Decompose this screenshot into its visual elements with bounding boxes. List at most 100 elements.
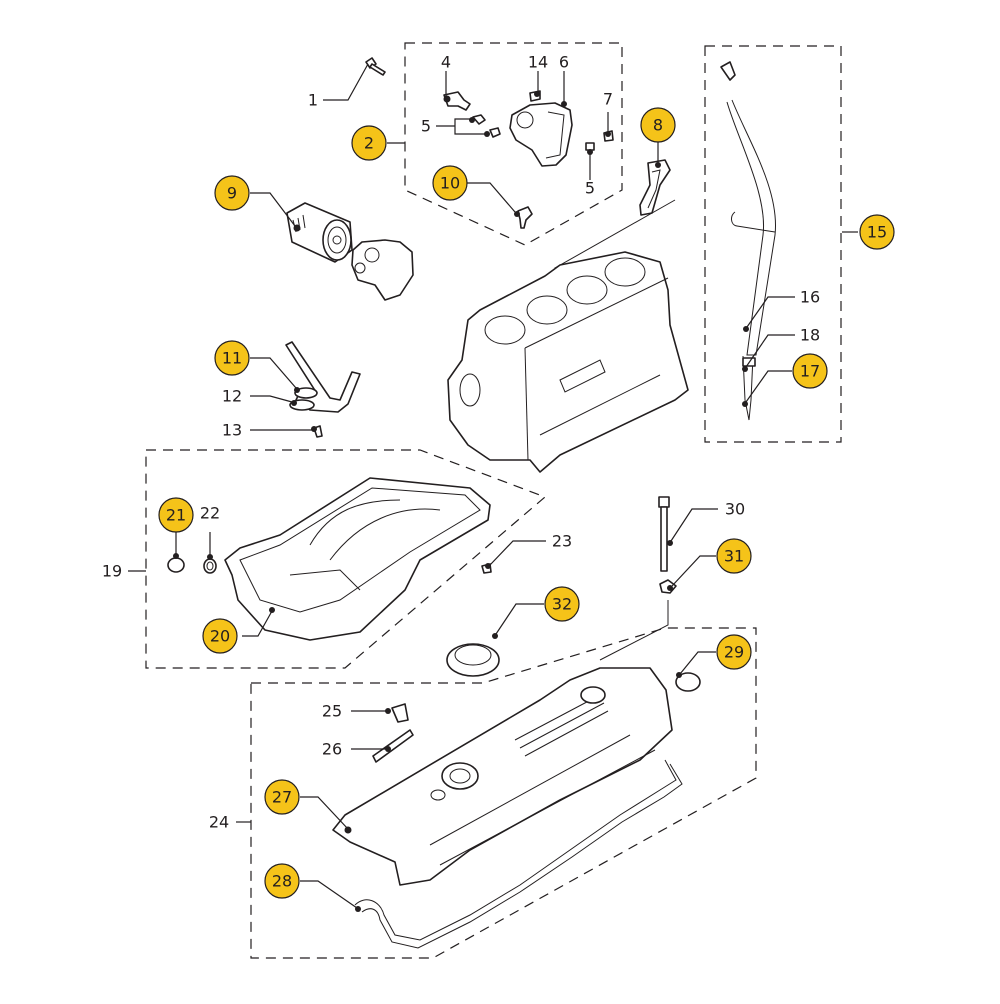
callout-label: 13: [222, 421, 242, 440]
oil-pickup-part-11: [285, 341, 361, 438]
callout-label: 5: [585, 179, 595, 198]
callout-badge[interactable]: [432, 165, 468, 201]
callout-27[interactable]: 27: [264, 779, 300, 815]
callout-label: 6: [559, 53, 569, 72]
callout-label: 8: [653, 116, 663, 135]
callout-2[interactable]: 2: [351, 125, 387, 161]
callout-label: 9: [227, 184, 237, 203]
callout-5a[interactable]: 5: [421, 117, 431, 136]
group-19-outline: [145, 449, 547, 669]
callout-badge[interactable]: [859, 214, 895, 250]
callout-7[interactable]: 7: [603, 90, 613, 109]
long-bolt-part-30: [658, 496, 673, 572]
callout-label: 10: [440, 174, 460, 193]
callout-label: 1: [308, 91, 318, 110]
callout-5b[interactable]: 5: [585, 179, 595, 198]
leader-lines: [128, 63, 858, 909]
callout-label: 18: [800, 326, 820, 345]
callout-30[interactable]: 30: [725, 500, 745, 519]
callout-label: 26: [322, 740, 342, 759]
callout-badge[interactable]: [264, 779, 300, 815]
oil-pressure-sensor-part-4: [443, 91, 471, 111]
callout-label: 27: [272, 788, 292, 807]
cap-part-29: [675, 672, 701, 692]
callout-4[interactable]: 4: [441, 53, 451, 72]
callout-label: 24: [209, 813, 229, 832]
callout-label: 5: [421, 117, 431, 136]
callout-badge[interactable]: [214, 340, 250, 376]
callout-label: 4: [441, 53, 451, 72]
callout-23[interactable]: 23: [552, 532, 572, 551]
group-2-outline: [404, 42, 623, 246]
callout-21[interactable]: 21: [158, 497, 194, 533]
callout-label: 14: [528, 53, 548, 72]
callout-badge[interactable]: [640, 107, 676, 143]
callout-label: 23: [552, 532, 572, 551]
callout-18[interactable]: 18: [800, 326, 820, 345]
callout-31[interactable]: 31: [716, 538, 752, 574]
callout-26[interactable]: 26: [322, 740, 342, 759]
callout-32[interactable]: 32: [544, 586, 580, 622]
callout-16[interactable]: 16: [800, 288, 820, 307]
callout-12[interactable]: 12: [222, 387, 242, 406]
callout-badge[interactable]: [158, 497, 194, 533]
engine-block: [447, 251, 689, 473]
callout-6[interactable]: 6: [559, 53, 569, 72]
oil-pan-part-20: [224, 477, 491, 641]
plug-part-7: [603, 130, 614, 142]
callout-label: 21: [166, 506, 186, 525]
callout-badge[interactable]: [716, 634, 752, 670]
bolt-part-1: [365, 57, 386, 76]
callout-8[interactable]: 8: [640, 107, 676, 143]
callout-badge[interactable]: [351, 125, 387, 161]
callout-label: 28: [272, 872, 292, 891]
bolt-part-23: [481, 563, 492, 574]
callout-badge[interactable]: [214, 175, 250, 211]
callout-label: 25: [322, 702, 342, 721]
callout-label: 20: [210, 627, 230, 646]
baffle-plate-part-26: [372, 729, 414, 763]
callout-22[interactable]: 22: [200, 504, 220, 523]
callout-label: 16: [800, 288, 820, 307]
callout-label: 31: [724, 547, 744, 566]
callout-badge[interactable]: [792, 353, 828, 389]
callout-28[interactable]: 28: [264, 863, 300, 899]
callout-10[interactable]: 10: [432, 165, 468, 201]
valve-cover-part-24: [332, 667, 673, 886]
oil-sensor-part-10: [514, 206, 533, 229]
callout-label: 22: [200, 504, 220, 523]
callout-label: 15: [867, 223, 887, 242]
callout-29[interactable]: 29: [716, 634, 752, 670]
callout-label: 29: [724, 643, 744, 662]
pcv-fitting-part-25: [385, 703, 409, 723]
oil-filter-housing-part-6: [509, 101, 573, 167]
callout-11[interactable]: 11: [214, 340, 250, 376]
callout-20[interactable]: 20: [202, 618, 238, 654]
callout-label: 2: [364, 134, 374, 153]
group-24-outline: [250, 627, 757, 959]
callout-label: 7: [603, 90, 613, 109]
callout-badge[interactable]: [202, 618, 238, 654]
fitting-part-14: [529, 90, 541, 102]
callout-14[interactable]: 14: [528, 53, 548, 72]
filter-adapter: [351, 239, 414, 301]
callout-25[interactable]: 25: [322, 702, 342, 721]
callout-label: 12: [222, 387, 242, 406]
callout-badge[interactable]: [264, 863, 300, 899]
callout-13[interactable]: 13: [222, 421, 242, 440]
callout-9[interactable]: 9: [214, 175, 250, 211]
callout-1[interactable]: 1: [308, 91, 318, 110]
callout-badge[interactable]: [716, 538, 752, 574]
callout-19[interactable]: 19: [102, 562, 122, 581]
plugs-part-5: [469, 114, 595, 155]
drain-plug-part-21: [167, 553, 185, 573]
callout-badge[interactable]: [544, 586, 580, 622]
callout-label: 32: [552, 595, 572, 614]
callout-24[interactable]: 24: [209, 813, 229, 832]
callout-15[interactable]: 15: [859, 214, 895, 250]
callout-label: 30: [725, 500, 745, 519]
oil-filler-cap-part-32: [446, 633, 500, 677]
oil-filter-part-9: [286, 202, 353, 263]
callout-17[interactable]: 17: [792, 353, 828, 389]
